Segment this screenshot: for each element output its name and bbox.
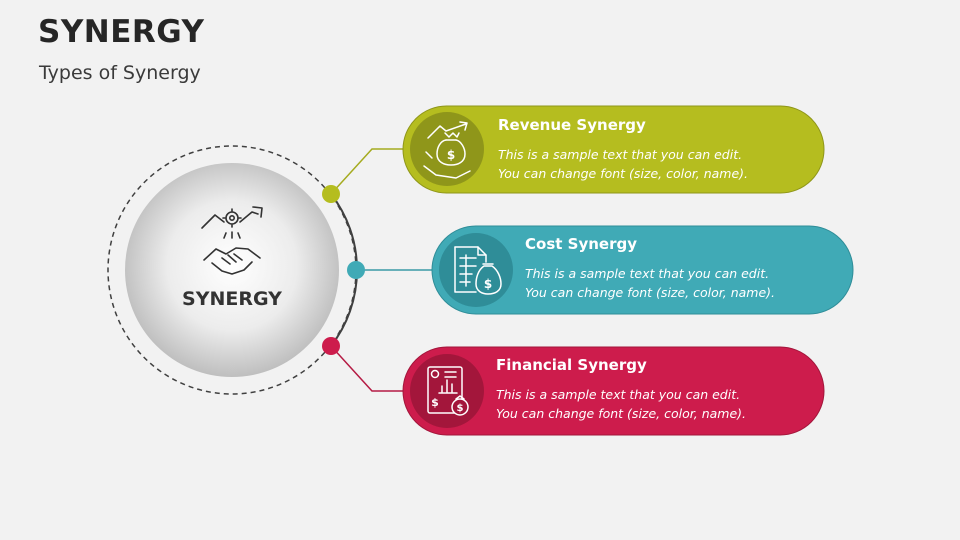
dot-revenue: [322, 185, 340, 203]
card-financial-line2: You can change font (size, color, name).: [496, 406, 746, 421]
dot-financial: [322, 337, 340, 355]
card-revenue-text: Revenue Synergy This is a sample text th…: [498, 116, 748, 183]
handshake-gear-growth-icon: [201, 206, 263, 275]
svg-text:$: $: [431, 396, 439, 409]
card-cost-heading: Cost Synergy: [525, 235, 637, 253]
card-financial-heading: Financial Synergy: [496, 356, 647, 374]
spreadsheet-money-bag-icon: $: [454, 246, 502, 295]
dot-cost: [347, 261, 365, 279]
svg-text:$: $: [457, 403, 464, 414]
card-financial: $ $: [402, 346, 825, 436]
center-label: SYNERGY: [182, 288, 282, 310]
card-cost-text: Cost Synergy This is a sample text that …: [525, 235, 775, 302]
card-cost: $: [431, 225, 854, 315]
card-financial-text: Financial Synergy This is a sample text …: [496, 356, 746, 423]
card-revenue-line2: You can change font (size, color, name).: [498, 166, 748, 181]
card-revenue-heading: Revenue Synergy: [498, 116, 646, 134]
card-revenue: $: [402, 105, 825, 194]
center-circle: [125, 163, 339, 377]
connector-line-financial: [330, 345, 412, 392]
svg-text:$: $: [447, 148, 455, 162]
card-cost-line2: You can change font (size, color, name).: [525, 285, 775, 300]
financial-report-money-bag-icon: $ $: [427, 366, 469, 416]
connector-line-revenue: [330, 148, 412, 195]
card-cost-line1: This is a sample text that you can edit.: [525, 266, 770, 281]
card-financial-line1: This is a sample text that you can edit.: [496, 387, 741, 402]
card-revenue-line1: This is a sample text that you can edit.: [498, 147, 743, 162]
svg-text:$: $: [484, 277, 492, 291]
money-bag-hand-growth-icon: $: [423, 121, 471, 179]
page-title: SYNERGY: [38, 14, 205, 50]
page-subtitle: Types of Synergy: [39, 62, 201, 84]
